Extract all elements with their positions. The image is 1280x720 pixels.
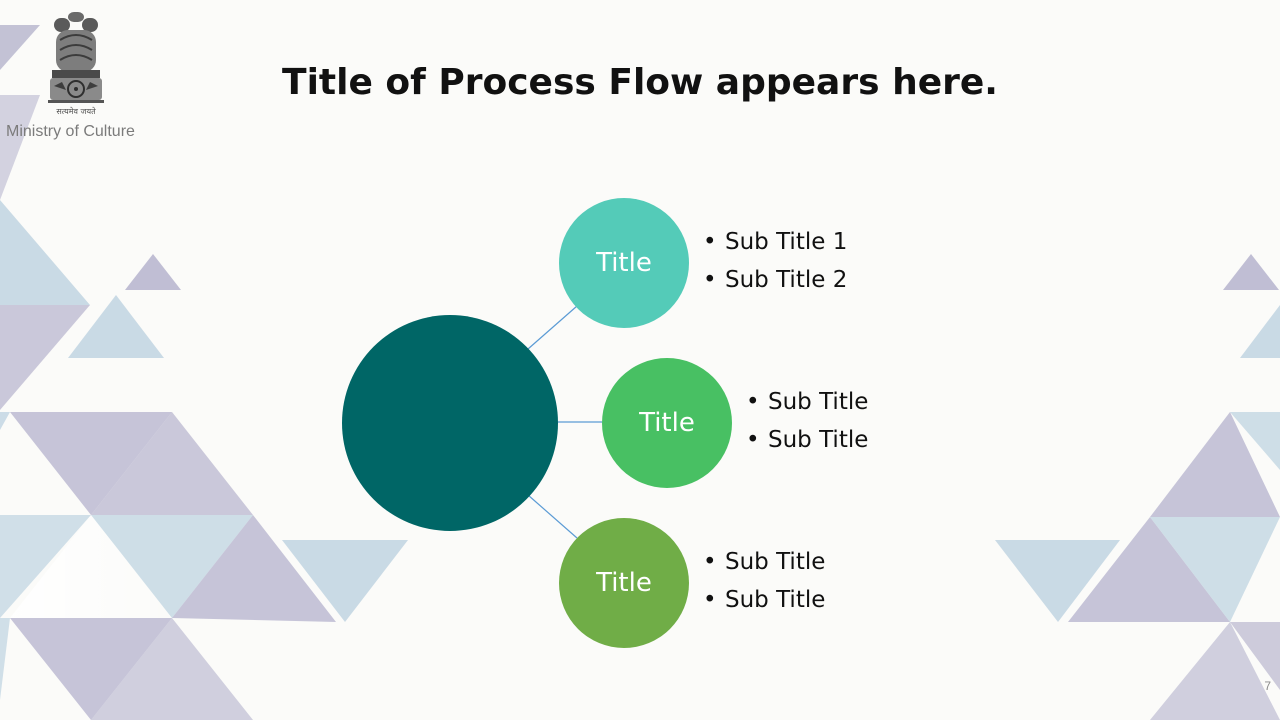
- hub-circle: [342, 315, 558, 531]
- bg-triangle: [0, 25, 40, 70]
- bg-triangle: [995, 540, 1120, 622]
- subtitle-list-3: Sub Title Sub Title: [703, 543, 825, 619]
- bg-triangle: [0, 305, 90, 410]
- bg-triangle: [91, 412, 253, 515]
- bg-triangle: [91, 618, 253, 720]
- title-node-label: Title: [596, 248, 652, 278]
- bg-triangle: [1230, 622, 1280, 690]
- subtitle-item: Sub Title 1: [703, 223, 847, 261]
- subtitle-item: Sub Title: [746, 383, 868, 421]
- emblem-motto: सत्यमेव जयते: [56, 107, 96, 116]
- bg-triangle: [1150, 517, 1280, 622]
- bg-triangle: [282, 540, 408, 622]
- bg-triangle: [1223, 254, 1279, 290]
- bg-triangle: [172, 515, 336, 622]
- title-node-3[interactable]: Title: [559, 518, 689, 648]
- bg-triangle: [1230, 412, 1280, 470]
- bg-triangle: [0, 618, 10, 700]
- bg-triangle: [0, 95, 40, 200]
- national-emblem-logo: सत्यमेव जयते: [38, 10, 114, 122]
- subtitle-item: Sub Title: [746, 421, 868, 459]
- bg-triangle: [0, 515, 91, 618]
- title-node-2[interactable]: Title: [602, 358, 732, 488]
- subtitle-list-1: Sub Title 1 Sub Title 2: [703, 223, 847, 299]
- bg-triangle: [10, 515, 172, 618]
- ministry-label: Ministry of Culture: [6, 123, 135, 140]
- bg-triangle: [1068, 517, 1230, 622]
- bg-triangle: [91, 515, 253, 618]
- subtitle-item: Sub Title 2: [703, 261, 847, 299]
- bg-triangle: [0, 200, 90, 305]
- bg-triangle: [1240, 305, 1280, 358]
- subtitle-item: Sub Title: [703, 581, 825, 619]
- subtitle-list-2: Sub Title Sub Title: [746, 383, 868, 459]
- bg-triangle: [10, 618, 172, 720]
- bg-triangle: [1150, 412, 1280, 517]
- bg-triangle: [0, 412, 10, 430]
- subtitle-item: Sub Title: [703, 543, 825, 581]
- bg-triangle: [10, 412, 172, 515]
- title-node-label: Title: [596, 568, 652, 598]
- bg-triangle: [125, 254, 181, 290]
- title-node-1[interactable]: Title: [559, 198, 689, 328]
- page-number: 7: [1264, 679, 1271, 693]
- bg-triangle: [1150, 622, 1280, 720]
- slide-title: Title of Process Flow appears here.: [282, 62, 998, 103]
- bg-triangle: [68, 295, 164, 358]
- title-node-label: Title: [639, 408, 695, 438]
